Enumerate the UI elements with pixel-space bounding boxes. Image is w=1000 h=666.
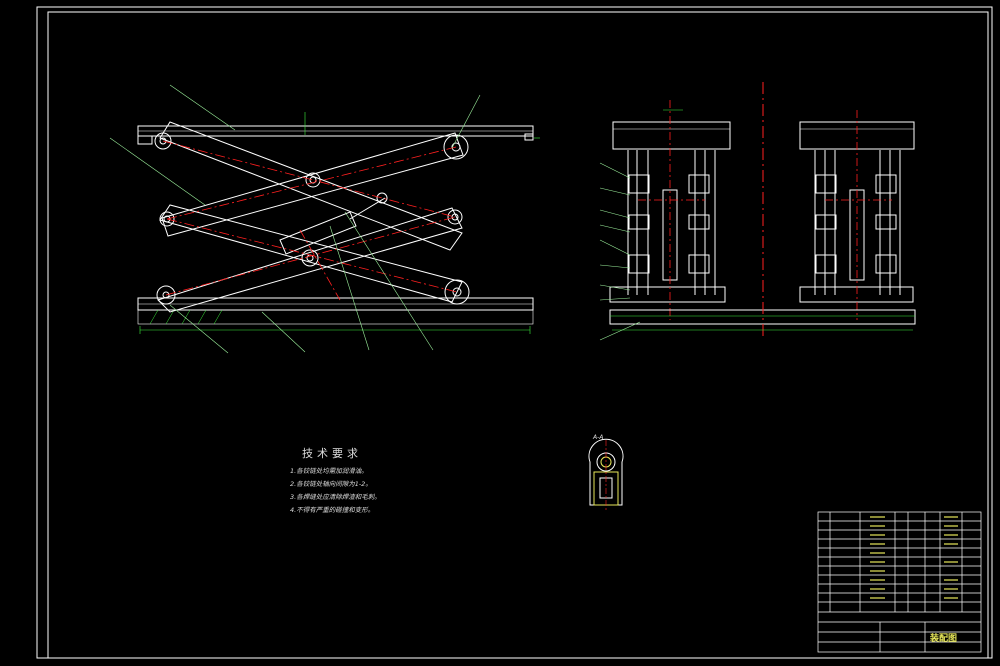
side-joint-5 — [628, 254, 650, 274]
tech-req-title: 技术要求 — [302, 447, 362, 460]
roller-top-right — [443, 134, 469, 160]
scissor-lift-front-view — [109, 84, 540, 354]
front-leaders — [109, 84, 481, 354]
front-dimensions — [139, 112, 540, 334]
base-hatch — [149, 309, 223, 325]
arm-lower-right-to-left — [157, 207, 463, 313]
pivot-top-left — [154, 132, 172, 150]
side-view-base — [609, 82, 916, 340]
scissor-lift-side-view-right — [799, 110, 915, 320]
roller-bottom-right — [444, 279, 470, 305]
technical-requirements: 技术要求 1.各铰链处均需加润滑油。 2.各铰链处轴向间隙为1-2。 3.各焊缝… — [290, 445, 381, 517]
side-joint-6 — [688, 254, 710, 274]
cylinder-pin — [376, 192, 388, 204]
scissor-lift-side-view-left — [609, 100, 731, 320]
base-plate — [137, 309, 534, 325]
bom-entries — [870, 516, 958, 599]
tech-req-item-2: 2.各铰链处轴向间隙为1-2。 — [290, 480, 372, 488]
section-label: A-A — [593, 434, 604, 441]
side-joint-3 — [628, 214, 650, 230]
arm-upper-right-to-left — [161, 132, 464, 237]
tech-req-item-3: 3.各焊缝处应清除焊渣和毛刺。 — [290, 493, 381, 501]
tech-req-item-1: 1.各铰链处均需加润滑油。 — [290, 467, 368, 475]
platform-end-cap — [524, 133, 534, 141]
pivot-bottom-left — [156, 285, 176, 305]
side-joint-1 — [628, 174, 650, 194]
hydraulic-cylinder — [279, 211, 357, 255]
section-a-a-view — [588, 438, 624, 512]
side-joint-4 — [688, 214, 710, 230]
side-joint-2 — [688, 174, 710, 194]
tech-req-item-4: 4.不得有严重的碰撞和变形。 — [290, 506, 375, 514]
front-centerlines — [162, 140, 458, 301]
platform-hinge-bracket — [137, 135, 153, 145]
side-platform-left — [612, 121, 731, 150]
outer-frame — [36, 6, 993, 659]
cylinder-rod — [349, 197, 386, 220]
pivot-upper-center — [305, 172, 321, 188]
side-leaders — [599, 162, 641, 341]
side-base-blocks-left — [609, 286, 726, 303]
inner-frame — [47, 11, 989, 659]
title-block-name: 装配图 — [930, 634, 958, 644]
side-base-blocks-right — [799, 286, 914, 303]
bill-of-materials-table — [817, 511, 982, 653]
arm-upper-left-to-right — [159, 121, 463, 251]
pivot-mid-left — [159, 211, 175, 227]
pivot-mid-right — [447, 209, 463, 225]
arm-lower-left-to-right — [159, 204, 463, 303]
